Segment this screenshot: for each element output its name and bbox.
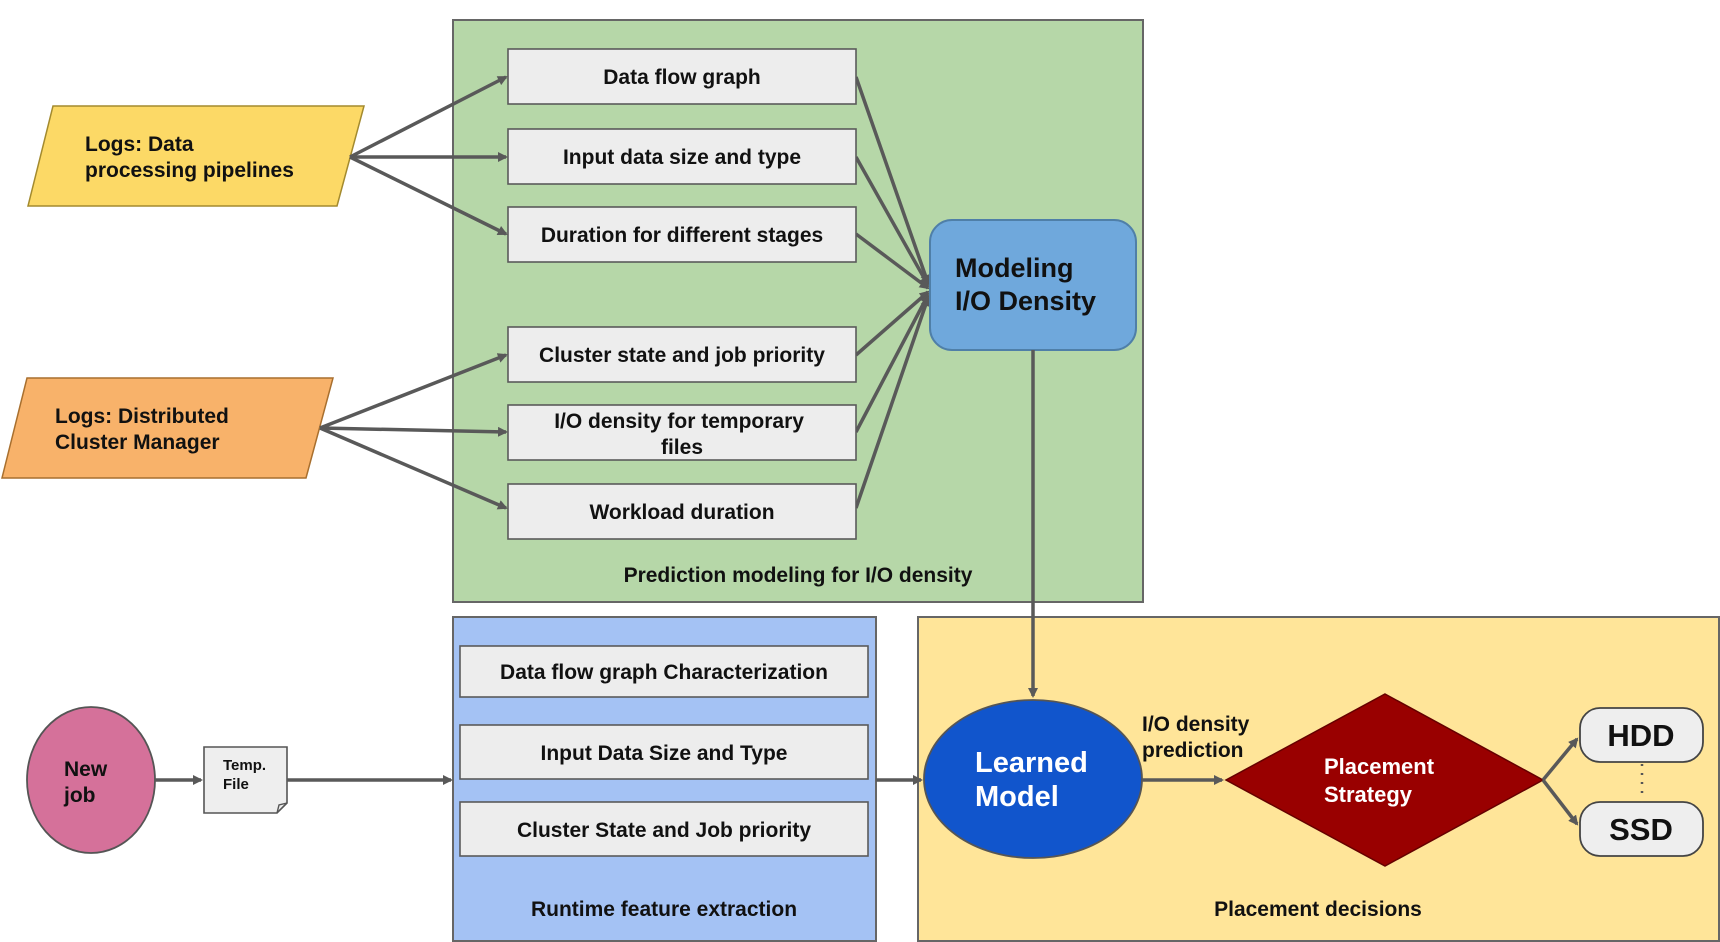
hdd-target xyxy=(1579,707,1704,763)
arrow-state-to-model xyxy=(854,290,930,357)
arrow-workload-to-model xyxy=(854,296,931,509)
runtime-feature-label: Input Data Size and Type xyxy=(541,742,788,765)
learned-model-node xyxy=(923,699,1143,859)
runtime-extraction-label: Runtime feature extraction xyxy=(531,898,797,921)
arrow-pipelines-to-duration xyxy=(349,155,508,236)
placement-strategy-label: Placement Strategy xyxy=(1324,754,1440,807)
arrow-iodensity-to-model xyxy=(854,293,930,433)
ssd-target xyxy=(1579,801,1704,857)
feature-box-stage-duration xyxy=(507,206,857,263)
feature-box-io-density-temp xyxy=(507,404,857,461)
prediction-feature-list: Data flow graph Input data size and type… xyxy=(507,48,857,540)
temp-file-icon xyxy=(203,746,288,814)
runtime-feature-label: Data flow graph Characterization xyxy=(500,661,828,684)
runtime-feature-box-dataflow xyxy=(459,645,869,698)
prediction-modeling-label: Prediction modeling for I/O density xyxy=(624,564,973,587)
ssd-target-label: SSD xyxy=(1609,812,1673,847)
placement-strategy-node xyxy=(1224,693,1545,867)
temp-file-corner xyxy=(276,802,288,814)
runtime-feature-list: Data flow graph Characterization Input D… xyxy=(459,645,869,857)
feature-label: Input data size and type xyxy=(563,146,801,169)
io-density-prediction-label: I/O density prediction xyxy=(1142,713,1255,762)
new-job-label: New job xyxy=(63,758,113,807)
modeling-io-density-node xyxy=(929,219,1137,351)
feature-label: Duration for different stages xyxy=(541,224,823,247)
runtime-feature-box-cluster xyxy=(459,801,869,857)
feature-box-data-flow-graph xyxy=(507,48,857,105)
logs-cluster-manager-label: Logs: Distributed Cluster Manager xyxy=(55,405,235,454)
feature-box-workload-duration xyxy=(507,483,857,540)
runtime-feature-box-input xyxy=(459,724,869,780)
arrow-inputsize-to-model xyxy=(854,156,930,287)
learned-model-label: Learned Model xyxy=(975,747,1096,813)
arrow-strategy-to-hdd xyxy=(1541,737,1579,782)
feature-box-input-data-size xyxy=(507,128,857,185)
runtime-feature-label: Cluster State and Job priority xyxy=(517,819,811,842)
arrow-cluster-to-workload xyxy=(319,426,508,510)
feature-label: I/O density for temporary files xyxy=(554,410,810,459)
arrow-pipelines-to-dataflow xyxy=(349,75,508,159)
arrow-duration-to-model xyxy=(854,232,930,290)
feature-label: Workload duration xyxy=(589,501,774,524)
hdd-target-label: HDD xyxy=(1607,718,1674,753)
logs-pipelines-label: Logs: Data processing pipelines xyxy=(85,133,294,182)
arrow-dataflow-to-model xyxy=(854,76,931,285)
feature-label: Cluster state and job priority xyxy=(539,344,825,367)
feature-label: Data flow graph xyxy=(603,66,761,89)
feature-box-cluster-state xyxy=(507,326,857,383)
logs-cluster-manager-source xyxy=(1,377,334,479)
placement-decisions-label: Placement decisions xyxy=(1214,898,1422,921)
arrow-cluster-to-iodensity xyxy=(319,426,508,437)
temp-file-label: Temp. File xyxy=(223,757,270,793)
arrow-strategy-to-ssd xyxy=(1541,778,1579,826)
arrow-cluster-to-state xyxy=(319,353,508,430)
modeling-io-density-label: Modeling I/O Density xyxy=(955,253,1096,316)
logs-pipelines-source xyxy=(27,105,365,207)
